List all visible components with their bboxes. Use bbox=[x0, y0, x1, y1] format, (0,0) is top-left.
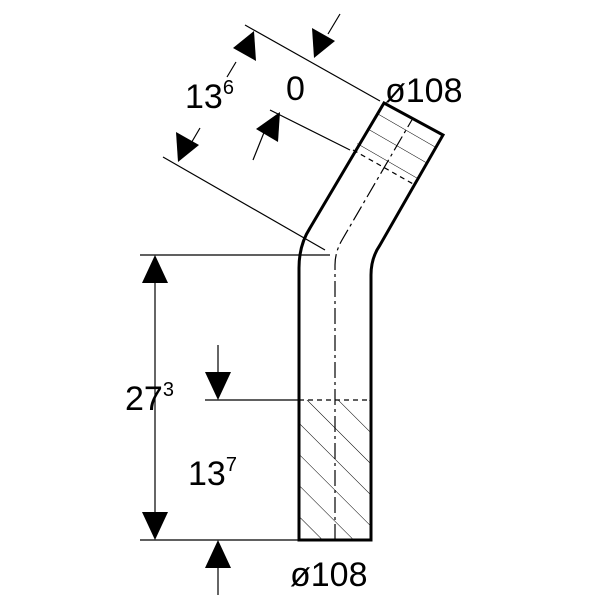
total-height-label: 273 bbox=[125, 379, 174, 418]
arrow-icon bbox=[176, 132, 199, 162]
arrow-down-icon bbox=[205, 372, 231, 400]
top-length-fraction: 6 bbox=[222, 77, 234, 99]
top-length-label: 136 bbox=[185, 77, 234, 116]
top-diameter-label: ø108 bbox=[385, 72, 463, 110]
insert-depth-fraction: 7 bbox=[225, 454, 237, 476]
dim-line-angled bbox=[327, 13, 341, 35]
top-length-value: 13 bbox=[185, 78, 223, 116]
total-height-fraction: 3 bbox=[162, 379, 174, 401]
arrow-down-icon bbox=[142, 512, 168, 540]
total-height-value: 27 bbox=[125, 380, 163, 418]
top-socket-line bbox=[352, 149, 416, 186]
centerline bbox=[334, 117, 414, 540]
bottom-diameter-label: ø108 bbox=[290, 556, 368, 594]
arrow-icon bbox=[233, 31, 256, 61]
arrow-up-icon bbox=[142, 255, 168, 283]
arrow-icon bbox=[256, 112, 280, 142]
insert-depth-value: 13 bbox=[188, 455, 226, 493]
insert-depth-label: 137 bbox=[188, 454, 237, 493]
arrow-icon bbox=[312, 28, 335, 58]
ext-line-angled-1 bbox=[162, 156, 326, 251]
ext-line-angled-3 bbox=[244, 24, 381, 102]
ext-line-angled-2 bbox=[269, 109, 351, 151]
arrow-up-icon bbox=[205, 540, 231, 568]
dim-line-angled bbox=[252, 129, 266, 161]
top-offset-label: 0 bbox=[286, 70, 305, 108]
dim-line-angled bbox=[226, 61, 237, 78]
